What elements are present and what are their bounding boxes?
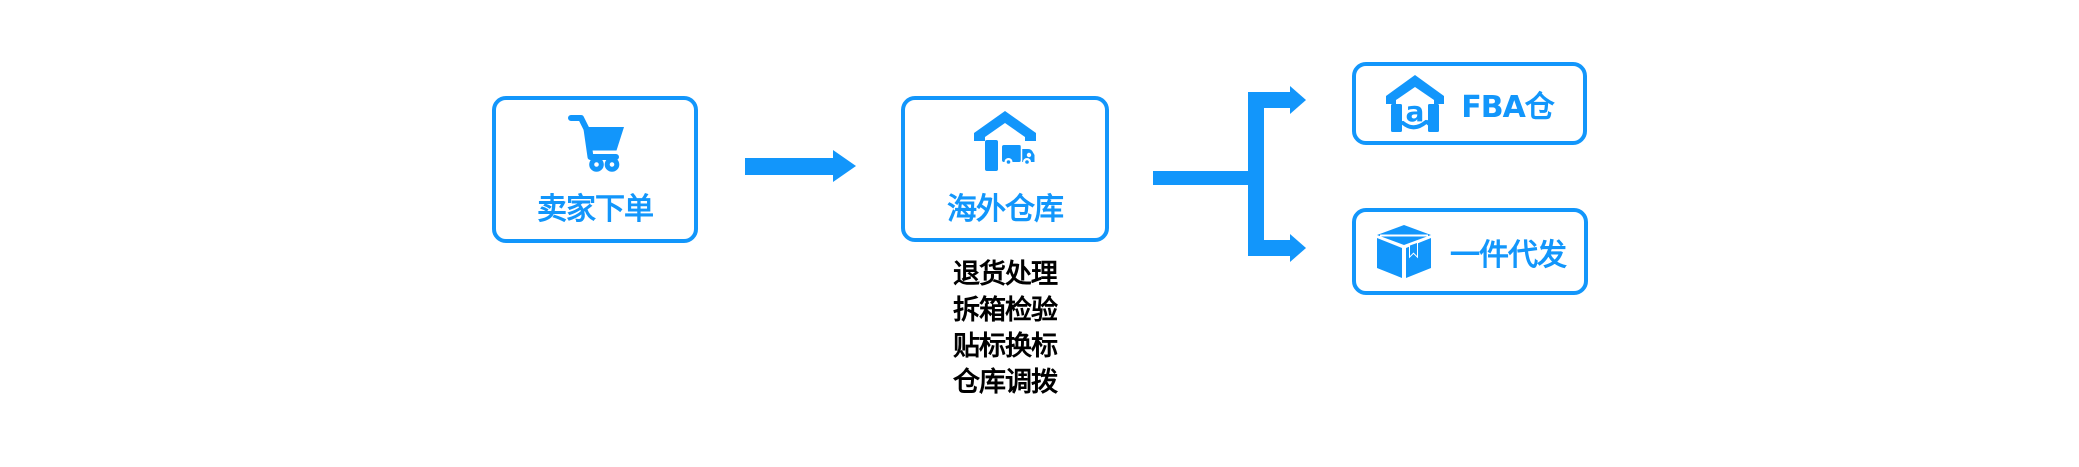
arrow-seller-to-warehouse-shaft: [745, 158, 834, 175]
node-fba-warehouse-label: FBA仓: [1461, 89, 1555, 125]
arrow-seller-to-warehouse-head: [833, 150, 856, 182]
branch-vertical-bar: [1248, 92, 1264, 256]
warehouse-services-list: 退货处理 拆箱检验 贴标换标 仓库调拨: [901, 257, 1109, 401]
node-fba-warehouse: a FBA仓: [1352, 62, 1587, 145]
package-box-icon: [1377, 224, 1431, 278]
service-item: 仓库调拨: [953, 367, 1058, 398]
service-item: 退货处理: [953, 259, 1058, 290]
node-dropshipping: 一件代发: [1352, 208, 1588, 295]
node-overseas-warehouse: 海外仓库: [901, 96, 1109, 242]
warehouse-truck-icon: [974, 111, 1036, 171]
branch-stem: [1153, 171, 1256, 185]
node-dropshipping-label: 一件代发: [1450, 237, 1567, 273]
service-item: 贴标换标: [953, 331, 1058, 362]
node-seller-order: 卖家下单: [492, 96, 698, 243]
node-seller-order-label: 卖家下单: [537, 191, 654, 227]
node-overseas-warehouse-label: 海外仓库: [947, 192, 1064, 227]
service-item: 拆箱检验: [953, 295, 1058, 326]
svg-text:a: a: [1406, 95, 1425, 128]
arrow-to-dropship-head: [1290, 234, 1306, 262]
shopping-cart-icon: [568, 114, 624, 172]
arrow-to-fba-shaft: [1264, 92, 1290, 108]
arrow-to-fba-head: [1290, 86, 1306, 114]
amazon-house-icon: a: [1386, 74, 1445, 132]
arrow-to-dropship-shaft: [1264, 240, 1290, 256]
